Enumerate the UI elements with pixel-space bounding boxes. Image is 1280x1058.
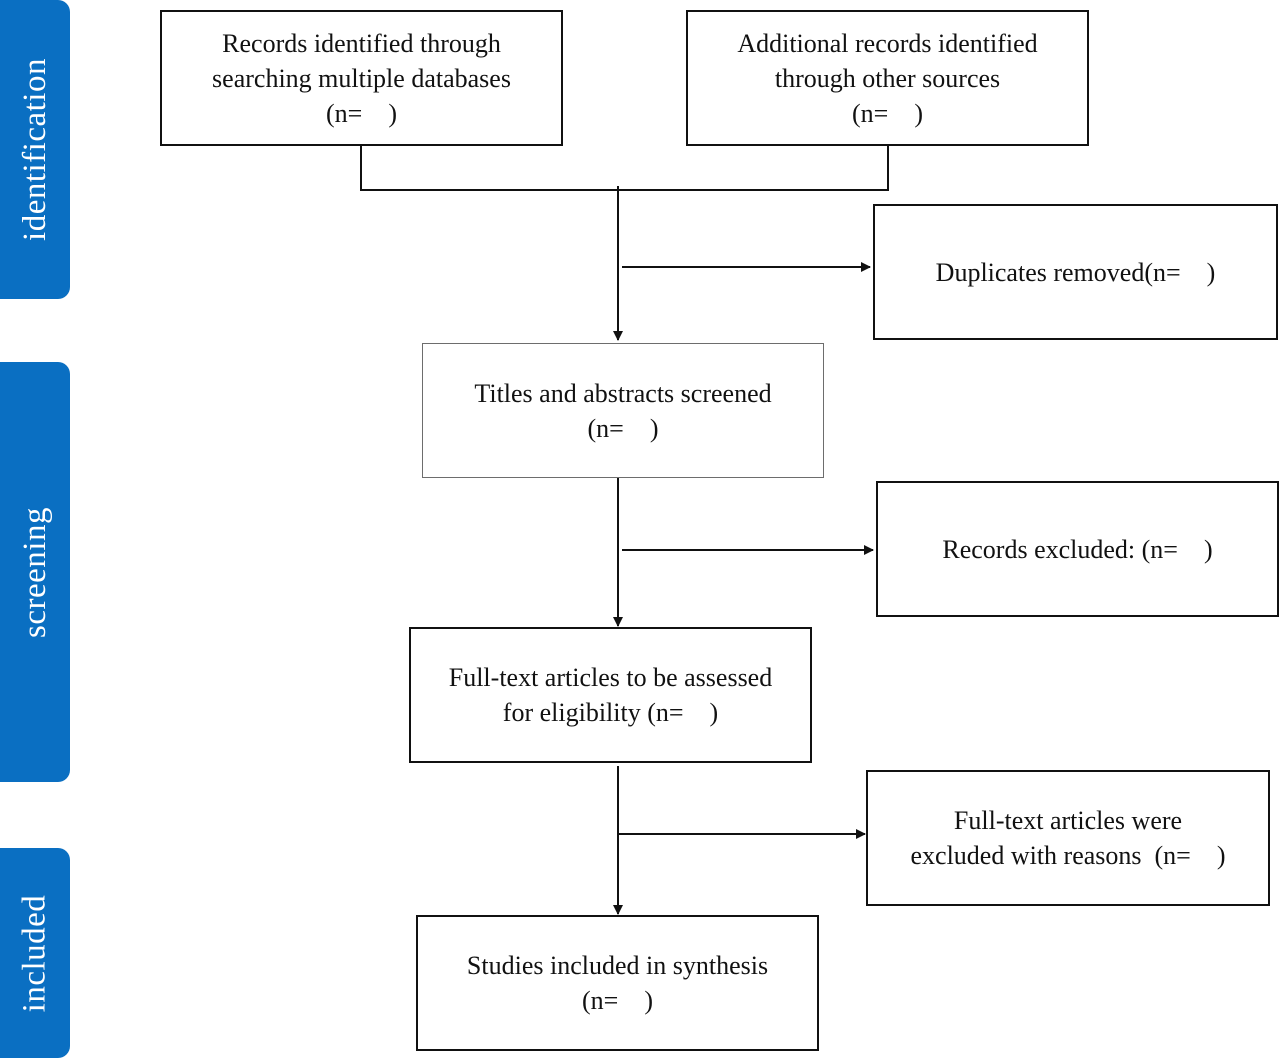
text-line: (n= ) bbox=[582, 986, 653, 1015]
text-line: Records identified through bbox=[222, 28, 501, 58]
text-line: Additional records identified bbox=[737, 28, 1038, 58]
box-titles-screened: Titles and abstracts screened (n= ) bbox=[422, 343, 824, 478]
text-line: for eligibility (n= ) bbox=[502, 698, 719, 727]
box-full-text-excluded: Full-text articles were excluded with re… bbox=[866, 770, 1270, 906]
box-additional-records: Additional records identified through ot… bbox=[686, 10, 1089, 146]
text-line: Studies included in synthesis bbox=[466, 951, 769, 980]
text-line: searching multiple databases bbox=[212, 63, 511, 93]
text-line: Full-text articles to be assessed bbox=[448, 663, 773, 692]
text-line: Titles and abstracts screened bbox=[474, 378, 772, 408]
box-studies-included: Studies included in synthesis (n= ) bbox=[416, 915, 819, 1051]
box-records-excluded: Records excluded: (n= ) bbox=[876, 481, 1279, 617]
text-line: through other sources bbox=[774, 63, 1001, 93]
text-line: Full-text articles were bbox=[953, 806, 1183, 835]
merge-connector bbox=[360, 145, 889, 191]
text-line: (n= ) bbox=[852, 98, 923, 128]
phase-bar-included: included bbox=[0, 848, 70, 1058]
text-line: (n= ) bbox=[587, 413, 659, 443]
phase-bar-screening: screening bbox=[0, 362, 70, 782]
phase-bar-identification: identification bbox=[0, 0, 70, 299]
text-line: Records excluded: (n= ) bbox=[942, 534, 1213, 564]
box-full-text-assessed: Full-text articles to be assessed for el… bbox=[409, 627, 812, 763]
box-records-identified: Records identified through searching mul… bbox=[160, 10, 563, 146]
box-duplicates-removed: Duplicates removed(n= ) bbox=[873, 204, 1278, 340]
text-line: Duplicates removed(n= ) bbox=[935, 257, 1216, 287]
text-line: (n= ) bbox=[326, 98, 397, 128]
text-line: excluded with reasons (n= ) bbox=[910, 841, 1226, 870]
